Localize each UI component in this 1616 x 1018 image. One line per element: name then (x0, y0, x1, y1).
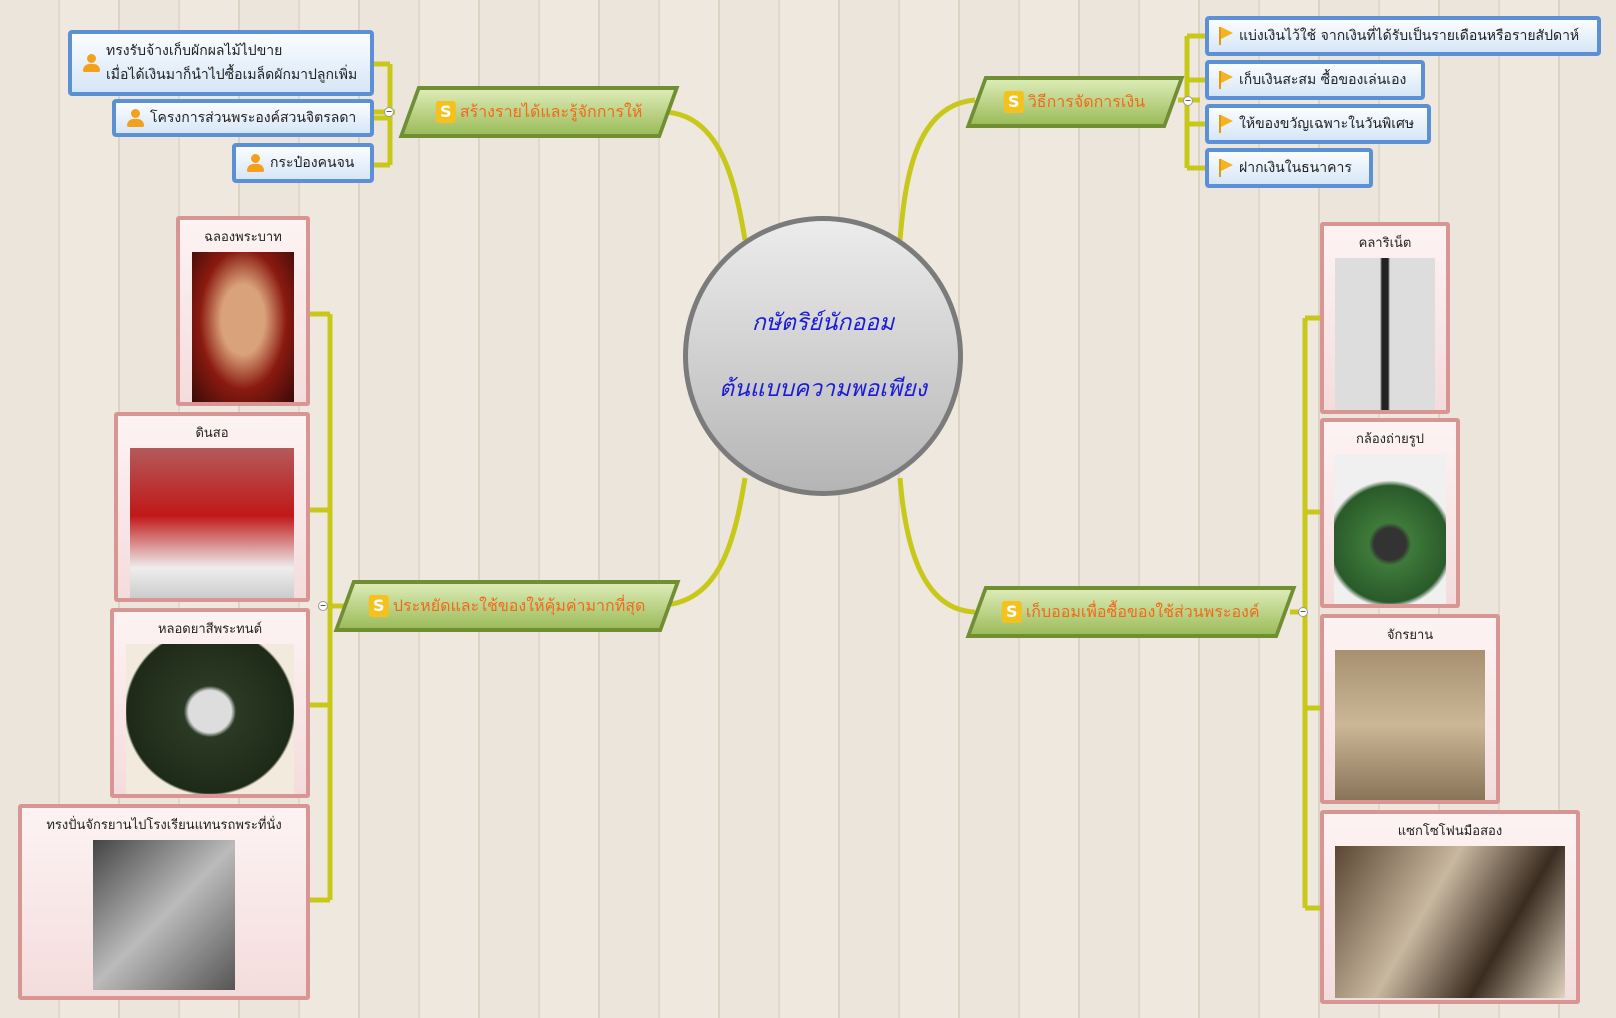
flag-icon (1219, 159, 1233, 177)
saving-item-bicycle[interactable]: จักรยาน (1320, 614, 1500, 804)
money-item[interactable]: ให้ของขวัญเฉพาะในวันพิเศษ (1205, 104, 1431, 144)
collapse-toggle[interactable]: − (384, 107, 394, 117)
topic-label: เก็บออมเพื่อซื้อของใช้ส่วนพระองค์ (1026, 601, 1260, 621)
item-text: เมื่อได้เงินมาก็นำไปซื้อเมล็ดผักมาปลูกเพ… (106, 67, 358, 83)
money-item[interactable]: แบ่งเงินไว้ใช้ จากเงินที่ได้รับเป็นรายเด… (1205, 16, 1601, 56)
dollar-icon: S (435, 100, 456, 123)
item-text: เก็บเงินสะสม ซื้อของเล่นเอง (1239, 72, 1407, 88)
item-caption: กล้องถ่ายรูป (1355, 432, 1424, 447)
flag-icon (1219, 27, 1233, 45)
thrift-item-shoes[interactable]: ฉลองพระบาท (176, 216, 310, 406)
item-caption: ฉลองพระบาท (204, 230, 282, 245)
person-icon (126, 109, 144, 127)
bicycle-school-photo (93, 840, 235, 990)
income-item[interactable]: กระป๋องคนจน (232, 143, 374, 183)
bicycle-photo (1335, 650, 1485, 800)
item-caption: คลาริเน็ต (1358, 236, 1412, 251)
saving-item-saxophone[interactable]: แซกโซโฟนมือสอง (1320, 810, 1580, 1004)
item-caption: ดินสอ (195, 426, 229, 441)
thrift-item-pencils[interactable]: ดินสอ (114, 412, 310, 602)
thrift-item-toothpaste[interactable]: หลอดยาสีพระทนต์ (110, 608, 310, 798)
item-text: ฝากเงินในธนาคาร (1239, 160, 1352, 176)
shoes-photo (192, 252, 294, 402)
collapse-toggle[interactable]: − (318, 601, 328, 611)
flag-icon (1219, 71, 1233, 89)
saxophone-photo (1335, 846, 1565, 998)
toothpaste-photo (126, 644, 294, 794)
item-text: แบ่งเงินไว้ใช้ จากเงินที่ได้รับเป็นรายเด… (1239, 28, 1580, 44)
money-item[interactable]: เก็บเงินสะสม ซื้อของเล่นเอง (1205, 60, 1425, 100)
collapse-toggle[interactable]: − (1183, 96, 1193, 106)
dollar-icon: S (1004, 90, 1025, 113)
center-line-2: ต้นแบบความพอเพียง (719, 376, 927, 402)
topic-label: ประหยัดและใช้ของให้คุ้มค่ามากที่สุด (392, 595, 646, 615)
item-text: ทรงรับจ้างเก็บผักผลไม้ไปขาย (106, 43, 283, 59)
money-item[interactable]: ฝากเงินในธนาคาร (1205, 148, 1373, 188)
item-caption: แซกโซโฟนมือสอง (1397, 824, 1503, 839)
person-icon (82, 54, 100, 72)
clarinet-photo (1335, 258, 1435, 410)
saving-item-clarinet[interactable]: คลาริเน็ต (1320, 222, 1450, 414)
topic-label: วิธีการจัดการเงิน (1028, 91, 1146, 111)
item-caption: ทรงปั่นจักรยานไปโรงเรียนแทนรถพระที่นั่ง (46, 818, 282, 833)
central-topic[interactable]: กษัตริย์นักออม ต้นแบบความพอเพียง (683, 216, 963, 496)
topic-label: สร้างรายได้และรู้จักการให้ (459, 101, 643, 121)
saving-item-camera[interactable]: กล้องถ่ายรูป (1320, 418, 1460, 608)
item-text: โครงการส่วนพระองค์สวนจิตรลดา (150, 110, 357, 126)
thrift-item-bicycle-school[interactable]: ทรงปั่นจักรยานไปโรงเรียนแทนรถพระที่นั่ง (18, 804, 310, 1000)
item-text: ให้ของขวัญเฉพาะในวันพิเศษ (1239, 116, 1415, 132)
item-text: กระป๋องคนจน (270, 155, 355, 171)
income-item[interactable]: ทรงรับจ้างเก็บผักผลไม้ไปขายเมื่อได้เงินม… (68, 30, 374, 96)
camera-photo (1334, 454, 1446, 604)
dollar-icon: S (1002, 600, 1023, 623)
item-caption: จักรยาน (1386, 628, 1434, 643)
collapse-toggle[interactable]: − (1298, 607, 1308, 617)
item-caption: หลอดยาสีพระทนต์ (157, 622, 263, 637)
person-icon (246, 154, 264, 172)
flag-icon (1219, 115, 1233, 133)
dollar-icon: S (368, 594, 389, 617)
pencils-photo (130, 448, 294, 598)
income-item[interactable]: โครงการส่วนพระองค์สวนจิตรลดา (112, 99, 374, 137)
center-line-1: กษัตริย์นักออม (751, 310, 895, 336)
